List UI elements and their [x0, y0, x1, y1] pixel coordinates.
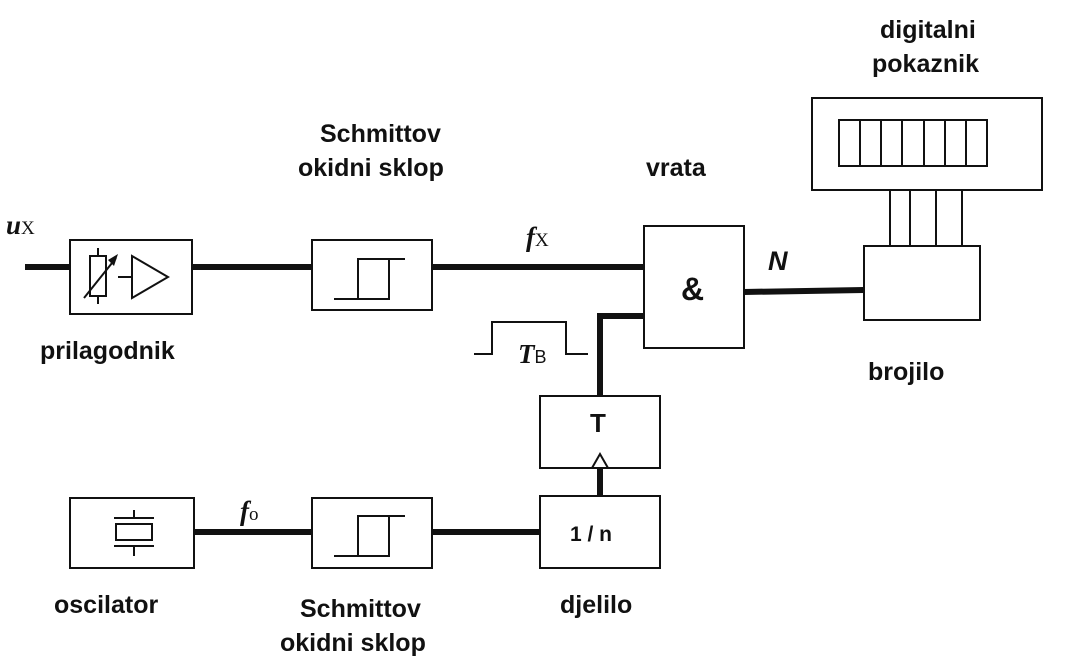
fx-signal-sub: X — [535, 230, 549, 251]
schmitt-bottom-label-line1: Schmittov — [300, 595, 421, 623]
display-label-line1: digitalni — [880, 16, 976, 44]
gate-time-pulse-icon — [474, 321, 588, 355]
gate-time-sub: B — [535, 347, 547, 367]
oscillator-label: oscilator — [54, 591, 158, 619]
gate-label: vrata — [646, 154, 707, 182]
crystal-icon — [114, 510, 154, 556]
display-bus-lines — [889, 190, 963, 246]
display-digit-cells — [859, 120, 967, 166]
input-signal-label: uX — [6, 210, 35, 240]
adapter-label: prilagodnik — [40, 337, 175, 365]
fo-signal-sub: o — [249, 504, 259, 525]
t-flipflop-symbol: T — [590, 408, 606, 438]
schmitt-bottom-label-line2: okidni sklop — [280, 629, 426, 657]
fx-signal-label: fX — [526, 222, 549, 252]
schmitt-top-label-line1: Schmittov — [320, 120, 441, 148]
gate-to-counter-wire — [743, 287, 865, 295]
input-signal-sub: X — [21, 218, 35, 239]
display-label-line2: pokaznik — [872, 50, 979, 78]
adapter-block — [69, 239, 193, 315]
counter-label: brojilo — [868, 358, 944, 386]
fo-signal-label: fo — [240, 496, 259, 526]
divider-block: 1 / n — [539, 495, 661, 569]
counter-block — [863, 245, 981, 321]
count-signal-label: N — [768, 246, 788, 276]
potentiometer-icon — [83, 248, 118, 304]
t-flipflop-block: T — [539, 395, 661, 469]
input-signal-main: u — [6, 210, 21, 240]
schmitt-trigger-top-block — [311, 239, 433, 311]
gate-control-wire — [597, 313, 644, 396]
gate-time-label: TB — [518, 339, 547, 369]
oscillator-block — [69, 497, 195, 569]
and-gate-symbol: & — [681, 271, 704, 307]
and-gate-block: & — [643, 225, 745, 349]
divider-label: djelilo — [560, 591, 632, 619]
digital-display-block — [811, 97, 1043, 191]
divider-symbol: 1 / n — [570, 523, 612, 546]
gate-time-main: T — [518, 339, 536, 369]
signal-wires — [25, 264, 865, 535]
clock-input-icon — [591, 451, 609, 469]
schmitt-trigger-bottom-block — [311, 497, 433, 569]
schmitt-top-label-line2: okidni sklop — [298, 154, 444, 182]
